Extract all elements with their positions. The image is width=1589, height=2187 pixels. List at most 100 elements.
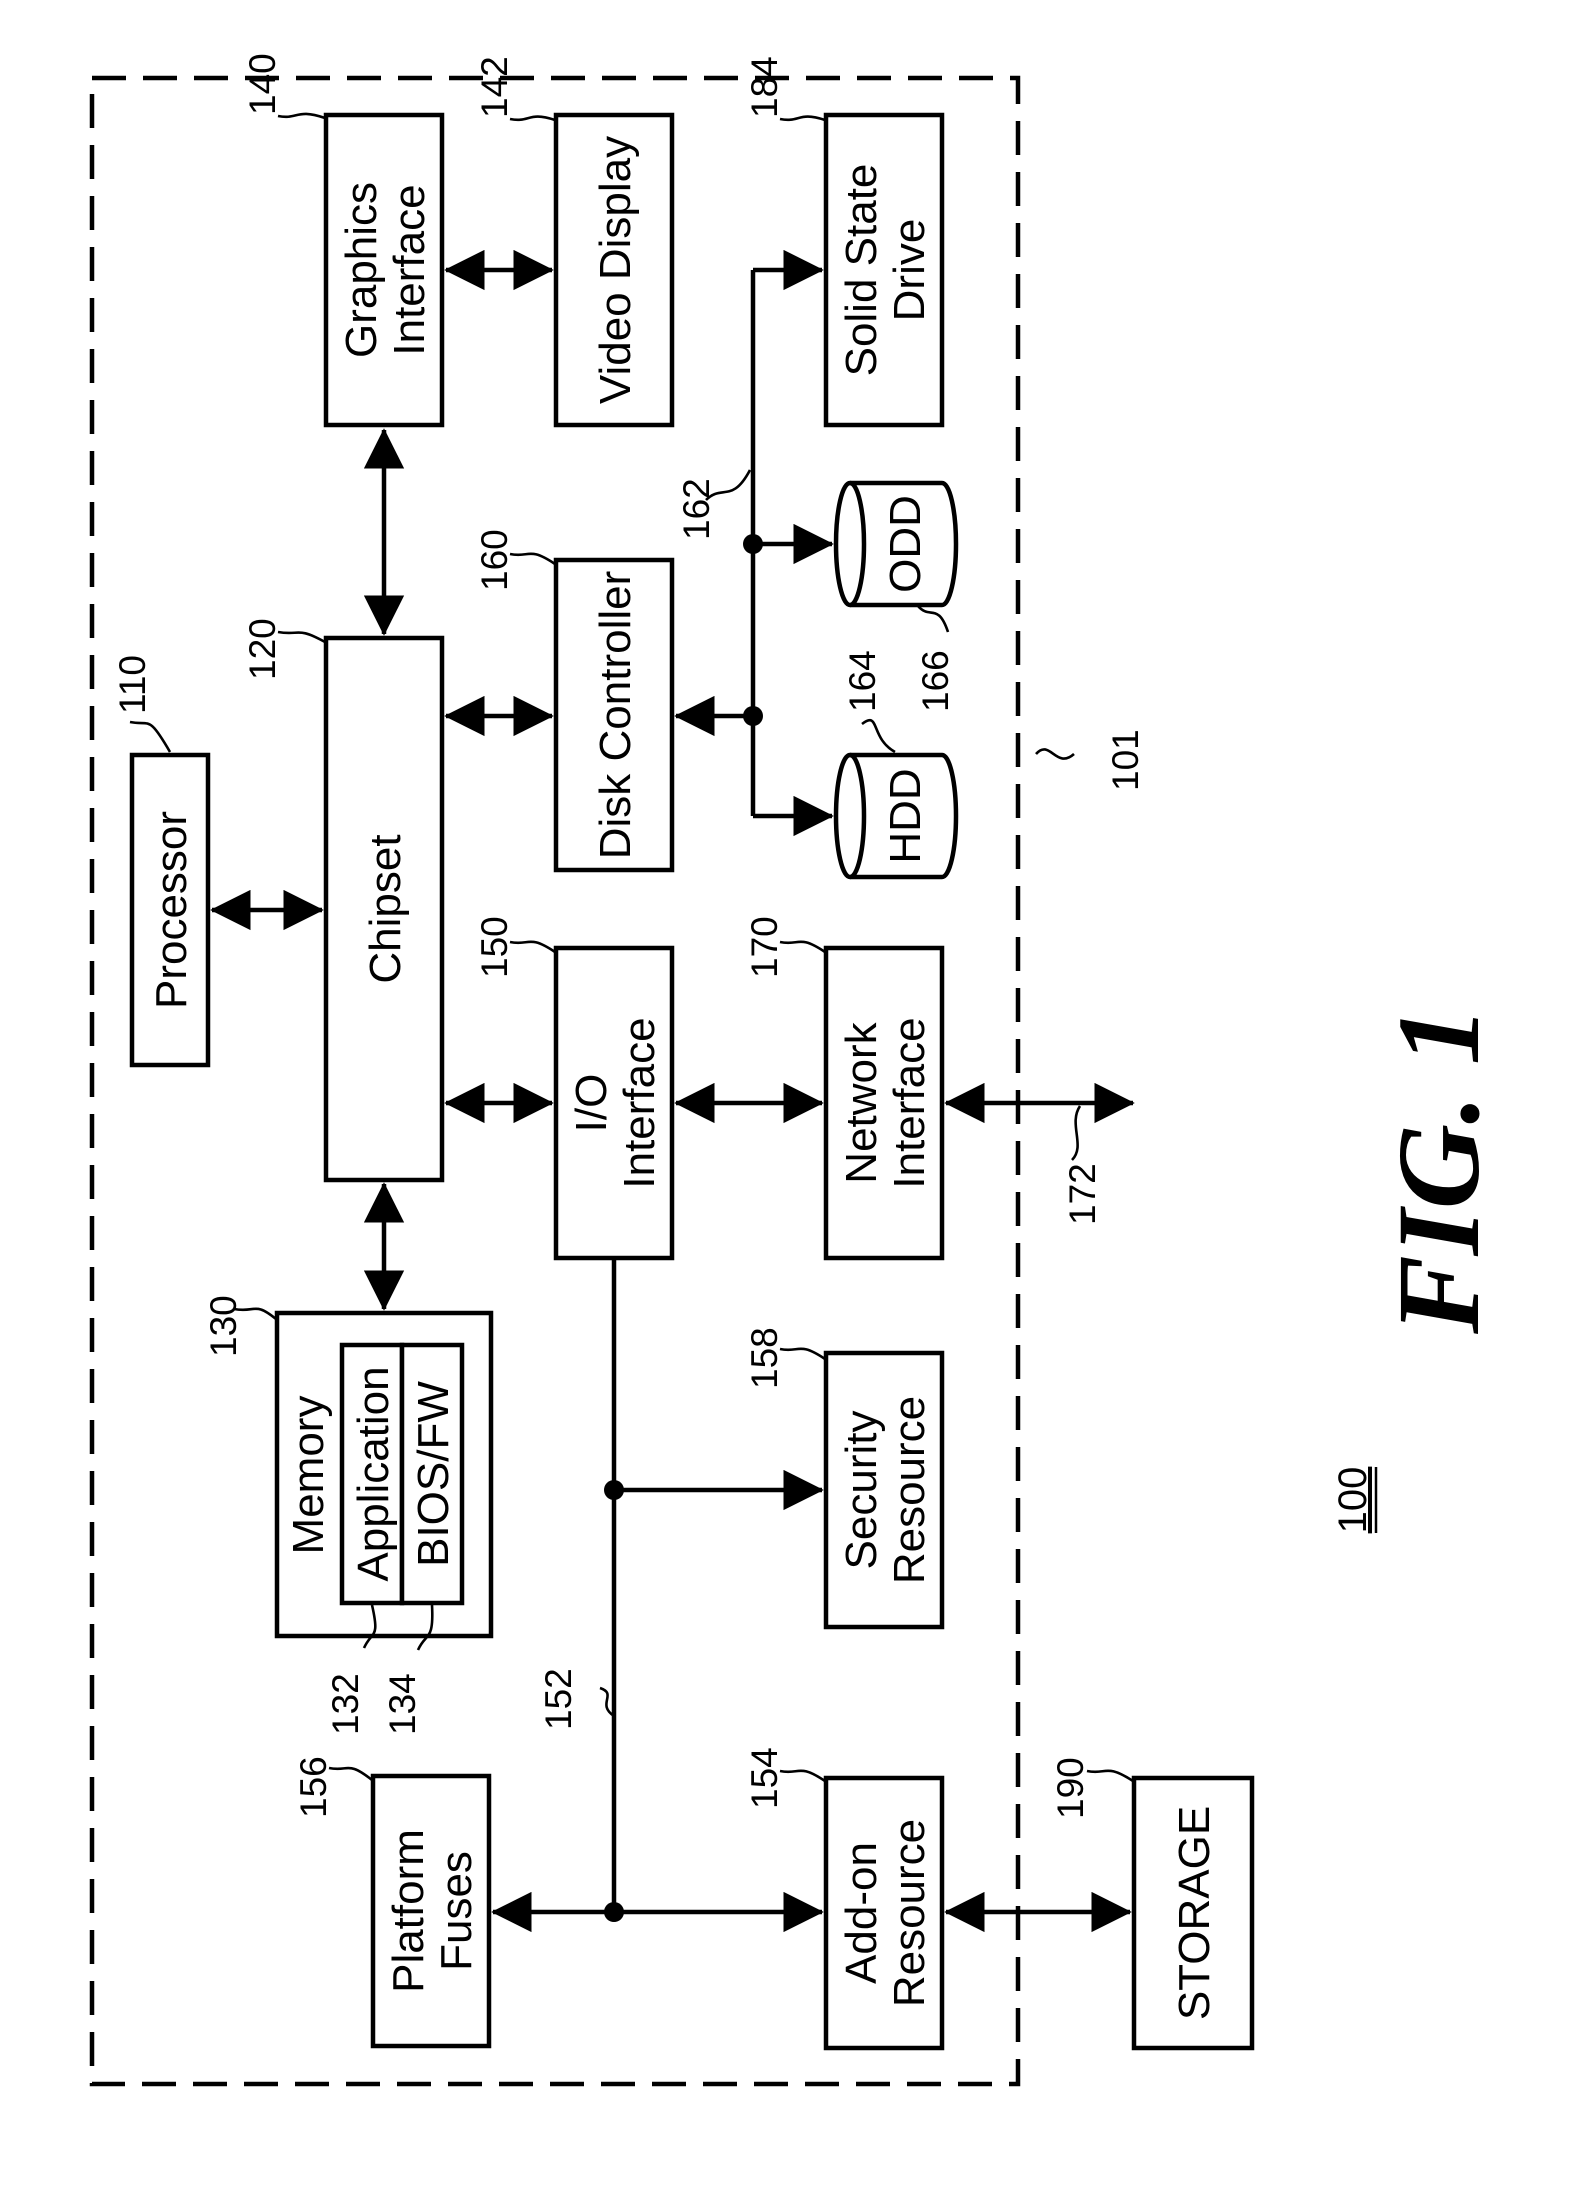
svg-text:134: 134 (382, 1673, 423, 1735)
svg-text:120: 120 (242, 618, 283, 680)
leader-line (780, 1771, 825, 1781)
ref-140: 140 (242, 53, 283, 115)
ref-120: 120 (242, 618, 283, 680)
ref-190: 190 (1050, 1757, 1091, 1819)
leader-line (780, 942, 825, 952)
leader-line (1087, 1771, 1133, 1781)
svg-text:132: 132 (325, 1673, 366, 1735)
svg-text:100: 100 (1331, 1467, 1375, 1534)
ref-110: 110 (112, 655, 153, 714)
svg-text:Interface: Interface (885, 1017, 934, 1188)
svg-text:Interface: Interface (615, 1017, 664, 1188)
disk-bus-junction (743, 534, 763, 554)
svg-text:Drive: Drive (885, 219, 934, 322)
leader-line (329, 1768, 372, 1780)
svg-text:Processor: Processor (147, 811, 196, 1009)
memory-label: Memory (284, 1396, 333, 1555)
addon-resource-label: Add-on Resource (837, 1819, 934, 2007)
disk-bus-junction (743, 706, 763, 726)
svg-text:160: 160 (474, 529, 515, 591)
svg-text:140: 140 (242, 53, 283, 115)
figure-title: FIG. 1 (1373, 1006, 1504, 1335)
svg-text:150: 150 (474, 916, 515, 978)
ref-101: 101 (1105, 729, 1146, 791)
processor-label: Processor (147, 811, 196, 1009)
svg-text:Resource: Resource (885, 1819, 934, 2007)
ref-142: 142 (474, 56, 515, 118)
svg-text:154: 154 (744, 1747, 785, 1809)
leader-line (1036, 749, 1074, 758)
leader-line (130, 722, 170, 752)
svg-text:Interface: Interface (385, 184, 434, 355)
svg-text:Graphics: Graphics (337, 182, 386, 358)
svg-text:Video Display: Video Display (591, 136, 640, 404)
svg-text:Application: Application (349, 1366, 398, 1581)
leader-line (862, 720, 895, 752)
svg-text:152: 152 (538, 1668, 579, 1730)
svg-text:STORAGE: STORAGE (1170, 1806, 1219, 2020)
svg-text:BIOS/FW: BIOS/FW (409, 1381, 458, 1567)
svg-text:190: 190 (1050, 1757, 1091, 1819)
svg-text:101: 101 (1105, 729, 1146, 791)
security-resource-label: Security Resource (837, 1396, 934, 1584)
leader-line (1072, 1106, 1080, 1160)
disk-controller-label: Disk Controller (591, 571, 640, 860)
ref-134: 134 (382, 1673, 423, 1735)
svg-text:FIG. 1: FIG. 1 (1373, 1006, 1504, 1335)
svg-text:110: 110 (112, 655, 153, 714)
ref-164: 164 (842, 650, 883, 712)
application-label: Application (349, 1366, 398, 1581)
svg-text:ODD: ODD (881, 495, 930, 593)
odd-label: ODD (881, 495, 930, 593)
leader-line (510, 942, 555, 952)
svg-text:I/O: I/O (567, 1074, 616, 1133)
ref-158: 158 (744, 1327, 785, 1389)
ref-166: 166 (915, 650, 956, 712)
svg-text:172: 172 (1062, 1163, 1103, 1225)
leader-line (780, 1349, 825, 1359)
svg-text:166: 166 (915, 650, 956, 712)
storage-label: STORAGE (1170, 1806, 1219, 2020)
ref-154: 154 (744, 1747, 785, 1809)
svg-text:156: 156 (293, 1756, 334, 1818)
ref-184: 184 (744, 56, 785, 118)
ref-156: 156 (293, 1756, 334, 1818)
svg-text:Solid State: Solid State (837, 164, 886, 377)
svg-text:Add-on: Add-on (837, 1842, 886, 1984)
network-interface-label: Network Interface (837, 1017, 934, 1188)
ref-150: 150 (474, 916, 515, 978)
leader-line (278, 114, 325, 118)
io-bus-junction (604, 1480, 624, 1500)
svg-text:Platform: Platform (384, 1829, 433, 1993)
svg-text:130: 130 (203, 1295, 244, 1357)
ref-170: 170 (744, 916, 785, 978)
ref-132: 132 (325, 1673, 366, 1735)
ref-162: 162 (676, 478, 717, 540)
ref-130: 130 (203, 1295, 244, 1357)
svg-text:Disk Controller: Disk Controller (591, 571, 640, 860)
bios-fw-label: BIOS/FW (409, 1381, 458, 1567)
graphics-interface-label: Graphics Interface (337, 182, 434, 358)
ref-152: 152 (538, 1668, 579, 1730)
svg-text:170: 170 (744, 916, 785, 978)
svg-text:Security: Security (837, 1411, 886, 1570)
video-display-label: Video Display (591, 136, 640, 404)
svg-text:Chipset: Chipset (361, 834, 410, 983)
leader-line (510, 554, 555, 564)
leader-line (278, 632, 325, 642)
svg-text:Memory: Memory (284, 1396, 333, 1555)
hdd-label: HDD (881, 768, 930, 863)
svg-text:184: 184 (744, 56, 785, 118)
svg-text:Network: Network (837, 1021, 886, 1183)
system-ref-100: 100 (1331, 1467, 1376, 1534)
svg-text:HDD: HDD (881, 768, 930, 863)
svg-text:Resource: Resource (885, 1396, 934, 1584)
ref-172: 172 (1062, 1163, 1103, 1225)
svg-text:162: 162 (676, 478, 717, 540)
svg-text:142: 142 (474, 56, 515, 118)
svg-text:164: 164 (842, 650, 883, 712)
chipset-label: Chipset (361, 834, 410, 983)
ref-160: 160 (474, 529, 515, 591)
platform-fuses-label: Platform Fuses (384, 1829, 481, 1993)
